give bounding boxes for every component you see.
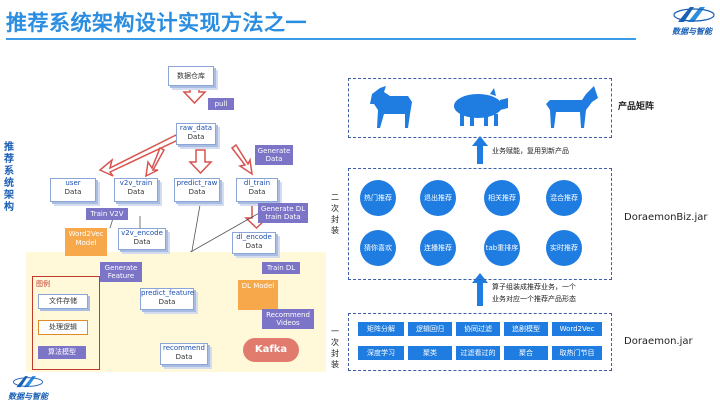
box-generate-feature: Generate Feature xyxy=(100,262,142,282)
box-v2v-encode-sub: Data xyxy=(133,238,151,246)
footer-logo: 数据与智能 xyxy=(8,374,68,402)
note-mid-2: 业务对应一个推荐产品形态 xyxy=(492,295,576,303)
circle-exit: 退出推荐 xyxy=(420,180,456,216)
logo-mark-icon xyxy=(673,7,715,22)
circle-continuous: 连播推荐 xyxy=(420,230,456,266)
circle-tab-rerank: tab重排序 xyxy=(484,230,520,266)
box-dl-encode: dl_encode Data xyxy=(232,232,276,254)
legend-title: 图例 xyxy=(36,280,50,288)
goat-icon xyxy=(546,86,598,128)
circle-hot: 热门推荐 xyxy=(360,180,396,216)
box-predict-raw-sub: Data xyxy=(188,188,206,196)
box-generate-dl: Generate DL train Data xyxy=(258,203,308,223)
cell-filter: 过滤看过的 xyxy=(456,346,500,360)
circle-mixed: 混合推荐 xyxy=(546,180,582,216)
box-predict-feature-sub: Data xyxy=(158,298,176,306)
core-jar-label: Doraemon.jar xyxy=(624,336,693,347)
box-user: user Data xyxy=(50,178,96,202)
box-raw-data-sub: Data xyxy=(187,133,205,141)
vertical-label: 推荐系统架构 xyxy=(4,142,14,213)
box-raw-data: raw_data Data xyxy=(176,123,216,145)
box-v2v-train: v2v_train Data xyxy=(114,178,158,202)
header-logo-text: 数据与智能 xyxy=(672,27,712,36)
box-generate-data: Generate Data xyxy=(255,145,293,165)
legend-item-model: 算法模型 xyxy=(38,346,86,359)
legend-item-storage: 文件存储 xyxy=(38,294,88,309)
box-recommend-label: recommend xyxy=(163,344,205,352)
core-layer-box xyxy=(348,313,612,371)
legend-item-logic: 处理逻辑 xyxy=(38,320,88,335)
circle-realtime: 实时推荐 xyxy=(546,230,582,266)
box-recommend-videos: Recommend Videos xyxy=(262,309,314,329)
box-predict-feature-label: predict_feature xyxy=(141,289,195,297)
biz-jar-label: DoraemonBiz.jar xyxy=(624,212,708,223)
cell-cluster: 聚类 xyxy=(408,346,452,360)
box-dl-model: DL Model xyxy=(238,280,278,310)
box-v2v-train-label: v2v_train xyxy=(119,179,153,187)
box-recommend: recommend Data xyxy=(160,343,208,365)
box-v2v-train-sub: Data xyxy=(127,188,145,196)
circle-related: 相关推荐 xyxy=(484,180,520,216)
box-word2vec: Word2Vec Model xyxy=(65,228,107,256)
box-user-sub: Data xyxy=(64,188,82,196)
footer-logo-text: 数据与智能 xyxy=(8,392,48,401)
box-pull: pull xyxy=(208,98,234,110)
box-dl-train: dl_train Data xyxy=(236,178,278,202)
up-arrows xyxy=(472,136,488,306)
note-mid-1: 算子组装成推荐业务，一个 xyxy=(492,283,576,291)
box-dl-encode-label: dl_encode xyxy=(236,233,272,241)
cell-mf: 矩阵分解 xyxy=(358,322,404,336)
cell-aggregate: 聚合 xyxy=(504,346,548,360)
cell-drama: 追剧模型 xyxy=(504,322,548,336)
box-kafka: Kafka xyxy=(243,338,299,362)
circle-guess: 猜你喜欢 xyxy=(360,230,396,266)
box-raw-data-label: raw_data xyxy=(179,124,213,132)
cell-hot-programs: 取热门节目 xyxy=(552,346,602,360)
box-predict-raw: predict_raw Data xyxy=(174,178,220,202)
page-title: 推荐系统架构设计实现方法之一 xyxy=(6,11,307,35)
box-train-dl: Train DL xyxy=(262,262,300,274)
secondary-packaging-label: 二次封装 xyxy=(331,193,339,235)
box-dl-train-label: dl_train xyxy=(243,179,271,187)
box-dl-train-sub: Data xyxy=(248,188,266,196)
horse-icon xyxy=(370,86,412,128)
footer-logo-mark-icon xyxy=(13,376,43,388)
box-predict-raw-label: predict_raw xyxy=(176,179,218,187)
box-warehouse: 数据仓库 xyxy=(168,66,214,86)
box-v2v-encode: v2v_encode Data xyxy=(118,228,166,250)
biz-layer-box xyxy=(348,168,612,280)
primary-packaging-label: 一次封装 xyxy=(331,327,339,369)
title-underline xyxy=(6,38,636,40)
cell-word2vec: Word2Vec xyxy=(552,322,602,336)
box-recommend-sub: Data xyxy=(175,353,193,361)
cell-lr: 逻辑回归 xyxy=(408,322,452,336)
box-v2v-encode-label: v2v_encode xyxy=(121,229,163,237)
box-predict-feature: predict_feature Data xyxy=(140,288,194,310)
note-top: 业务赋能，复用到新产品 xyxy=(492,147,569,155)
cell-cf: 协同过滤 xyxy=(456,322,500,336)
animal-icons xyxy=(370,86,598,128)
box-train-v2v: Train V2V xyxy=(86,208,128,220)
box-dl-encode-sub: Data xyxy=(245,242,263,250)
pig-icon xyxy=(454,88,508,126)
box-warehouse-label: 数据仓库 xyxy=(177,72,205,80)
product-matrix-label: 产品矩阵 xyxy=(618,102,655,112)
header-logo: 数据与智能 xyxy=(672,4,716,38)
cell-dl: 深度学习 xyxy=(358,346,404,360)
legend-box xyxy=(32,276,100,370)
box-user-label: user xyxy=(65,179,81,187)
